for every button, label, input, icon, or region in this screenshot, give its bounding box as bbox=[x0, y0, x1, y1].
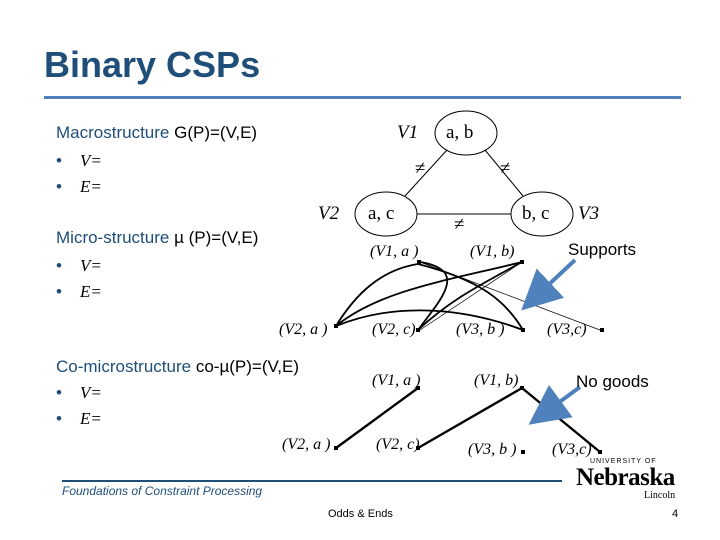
support-edge bbox=[417, 261, 449, 331]
comicro-node-v2c: (V2, c) bbox=[376, 436, 420, 453]
support-edge bbox=[335, 263, 419, 327]
macro-bullet-v-text: V= bbox=[80, 151, 102, 170]
micro-heading: Micro-structure µ (P)=(V,E) bbox=[56, 228, 258, 248]
micro-bullet-e: •E= bbox=[56, 282, 102, 301]
node-dot bbox=[600, 328, 604, 332]
domain-v3-label: b, c bbox=[522, 203, 550, 224]
comicro-node-v1a: (V1, a ) bbox=[372, 372, 421, 389]
nogoods-label: No goods bbox=[576, 372, 649, 391]
comicro-heading: Co-microstructure co-µ(P)=(V,E) bbox=[56, 357, 299, 377]
logo-main-text: Nebraska bbox=[576, 464, 675, 491]
logo-top-text: UNIVERSITY OF bbox=[590, 458, 657, 465]
page-number: 4 bbox=[672, 508, 679, 520]
micro-formula: µ (P)=(V,E) bbox=[174, 228, 259, 247]
micro-bullet-v: •V= bbox=[56, 256, 102, 275]
node-dot bbox=[416, 446, 420, 450]
node-dot bbox=[334, 446, 338, 450]
support-thin-edges bbox=[419, 261, 601, 331]
comicro-node-v3c: (V3,c) bbox=[552, 441, 592, 458]
comicro-node-v3b: (V3, b ) bbox=[468, 441, 517, 458]
university-logo: UNIVERSITY OF Nebraska Lincoln bbox=[576, 458, 681, 506]
neq-v1-v3-symbol: ≠ bbox=[500, 158, 511, 179]
support-edge bbox=[335, 261, 523, 327]
edge-v1-v3 bbox=[484, 149, 524, 197]
support-edge bbox=[335, 309, 524, 331]
node-dot bbox=[417, 260, 421, 264]
comicro-bullet-e: •E= bbox=[56, 409, 102, 428]
support-edges bbox=[335, 261, 524, 331]
comicro-node-dots bbox=[334, 386, 602, 454]
supports-arrow bbox=[521, 258, 577, 311]
variable-v1-label: V1 bbox=[397, 122, 419, 143]
micro-node-v3b: (V3, b ) bbox=[456, 321, 505, 338]
support-edge bbox=[417, 263, 524, 331]
neq-v1-v2-symbol: ≠ bbox=[415, 158, 426, 179]
support-edge bbox=[417, 261, 523, 331]
footer-center-text: Odds & Ends bbox=[328, 508, 393, 520]
macro-bullet-v: •V= bbox=[56, 151, 102, 170]
node-dot bbox=[416, 328, 420, 332]
micro-bullet-e-text: E= bbox=[80, 282, 102, 301]
node-dot bbox=[521, 328, 525, 332]
edge-v1-v2 bbox=[404, 149, 448, 197]
macro-bullet-e-text: E= bbox=[80, 177, 102, 196]
node-dot bbox=[520, 386, 524, 390]
micro-node-v2a: (V2, a ) bbox=[279, 321, 328, 338]
domain-v2-label: a, c bbox=[368, 203, 395, 224]
micro-node-v1a: (V1, a ) bbox=[370, 243, 419, 260]
title-rule bbox=[44, 96, 681, 99]
micro-node-v3c: (V3,c) bbox=[547, 321, 587, 338]
micro-node-v1b: (V1, b) bbox=[470, 243, 515, 260]
footer-text: Foundations of Constraint Processing bbox=[62, 484, 263, 498]
node-dot bbox=[521, 450, 525, 454]
support-edge bbox=[419, 261, 523, 331]
node-dot bbox=[416, 386, 420, 390]
micro-bullet-v-text: V= bbox=[80, 256, 102, 275]
domain-v1-label: a, b bbox=[446, 122, 474, 143]
domain-v1-ellipse bbox=[434, 110, 498, 156]
macro-heading: Macrostructure G(P)=(V,E) bbox=[56, 123, 257, 143]
variable-v3-label: V3 bbox=[578, 203, 600, 224]
nogood-edge bbox=[335, 387, 419, 449]
comicro-bullet-v: •V= bbox=[56, 383, 102, 402]
comicro-bullet-v-text: V= bbox=[80, 383, 102, 402]
micro-node-dots bbox=[334, 260, 604, 332]
node-dot bbox=[334, 324, 338, 328]
nogood-edge bbox=[417, 386, 523, 450]
micro-node-v2c: (V2, c) bbox=[372, 321, 416, 338]
node-dot bbox=[598, 450, 602, 454]
macro-bullet-e: •E= bbox=[56, 177, 102, 196]
micro-heading-label: Micro-structure bbox=[56, 228, 170, 247]
footer-rule bbox=[62, 480, 562, 482]
comicro-bullet-e-text: E= bbox=[80, 409, 102, 428]
comicro-node-v1b: (V1, b) bbox=[474, 372, 519, 389]
macro-formula: G(P)=(V,E) bbox=[174, 123, 258, 142]
comicro-formula: co-µ(P)=(V,E) bbox=[195, 357, 299, 376]
neq-v2-v3-symbol: ≠ bbox=[454, 214, 465, 235]
macro-heading-label: Macrostructure bbox=[56, 123, 170, 142]
support-edge bbox=[419, 261, 601, 331]
supports-label: Supports bbox=[568, 240, 637, 259]
logo-sub-text: Lincoln bbox=[644, 490, 676, 501]
variable-v2-label: V2 bbox=[318, 203, 340, 224]
page-title: Binary CSPs bbox=[44, 44, 261, 85]
nogoods-arrow bbox=[528, 384, 582, 425]
comicro-heading-label: Co-microstructure bbox=[56, 357, 192, 376]
comicro-node-v2a: (V2, a ) bbox=[282, 436, 331, 453]
node-dot bbox=[520, 260, 524, 264]
